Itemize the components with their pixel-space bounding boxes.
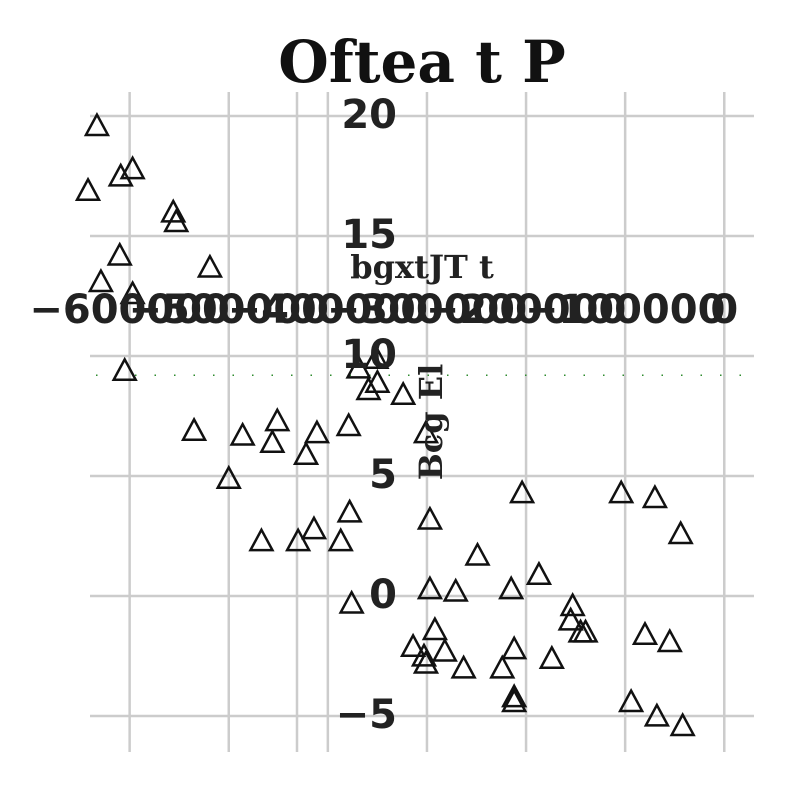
x-tick-label: −200000: [426, 287, 627, 333]
tick-labels-layer: −600000−500000−400000−300000−200000−1000…: [29, 92, 738, 738]
x-tick-label: −400000: [228, 287, 429, 333]
data-point-marker: [656, 627, 683, 653]
data-point-marker: [643, 702, 670, 727]
data-point-marker: [259, 428, 286, 453]
data-point-marker: [106, 241, 133, 266]
data-point-marker: [336, 498, 363, 523]
data-point-marker: [489, 654, 516, 679]
data-point-marker: [501, 683, 528, 708]
chart-title: Oftea t P: [278, 28, 566, 96]
data-point-marker: [292, 440, 320, 465]
data-point-marker: [501, 687, 528, 713]
data-point-marker: [264, 407, 291, 432]
data-point-marker: [618, 687, 645, 713]
data-point-marker: [196, 253, 224, 278]
data-point-marker: [338, 589, 365, 614]
data-point-marker: [111, 356, 138, 381]
y-tick-label: 10: [341, 332, 397, 378]
x-tick-label: 0: [710, 287, 738, 333]
data-point-marker: [74, 176, 102, 201]
data-point-marker: [335, 411, 362, 437]
data-point-marker: [557, 606, 584, 631]
data-point-marker: [363, 344, 390, 369]
y-tick-label: −5: [336, 692, 397, 738]
x-tick-label: −100000: [525, 287, 726, 333]
data-point-marker: [412, 419, 440, 444]
data-point-marker: [416, 575, 444, 600]
data-point-marker: [667, 519, 694, 545]
data-points-layer: [74, 111, 696, 737]
data-point-marker: [464, 541, 491, 566]
x-tick-label: −500000: [128, 287, 329, 333]
x-tick-label: −600000: [29, 287, 230, 333]
grid-layer: [90, 92, 754, 752]
x-axis-label: bgxtJT t: [350, 248, 494, 286]
data-point-marker: [229, 421, 256, 446]
data-point-marker: [160, 198, 187, 223]
decorations-layer: [96, 92, 754, 752]
data-point-marker: [87, 267, 114, 293]
data-point-marker: [163, 207, 190, 233]
data-point-marker: [107, 162, 134, 187]
data-point-marker: [83, 111, 111, 137]
data-point-marker: [559, 591, 586, 617]
y-tick-label: 20: [341, 92, 397, 138]
data-point-marker: [450, 654, 477, 679]
y-tick-label: 5: [369, 452, 397, 498]
data-point-marker: [119, 155, 146, 180]
data-point-marker: [303, 419, 331, 444]
data-point-marker: [285, 527, 312, 552]
data-point-marker: [442, 577, 469, 602]
data-point-marker: [355, 375, 382, 401]
data-point-marker: [501, 635, 528, 660]
data-point-marker: [538, 644, 565, 669]
data-point-marker: [410, 642, 438, 667]
data-point-marker: [399, 632, 427, 657]
y-axis-label: Bcg El: [412, 364, 450, 481]
x-tick-label: −300000: [327, 287, 528, 333]
data-point-marker: [525, 560, 553, 585]
data-point-marker: [119, 279, 146, 305]
data-point-marker: [572, 618, 599, 643]
data-point-marker: [421, 615, 448, 641]
data-point-marker: [300, 515, 328, 540]
data-point-marker: [498, 575, 525, 600]
data-point-marker: [416, 505, 444, 530]
data-point-marker: [327, 527, 354, 552]
y-tick-label: 0: [369, 572, 397, 618]
data-point-marker: [508, 479, 536, 504]
data-point-marker: [669, 711, 696, 737]
data-point-marker: [608, 479, 635, 504]
data-point-marker: [248, 527, 275, 552]
data-point-marker: [431, 637, 458, 662]
data-point-marker: [180, 416, 208, 441]
data-point-marker: [641, 483, 668, 509]
data-point-marker: [631, 620, 659, 645]
data-point-marker: [345, 354, 372, 379]
y-tick-label: 15: [341, 212, 397, 258]
data-point-marker: [364, 368, 391, 393]
data-point-marker: [412, 649, 440, 674]
data-point-marker: [215, 464, 242, 489]
data-point-marker: [390, 380, 417, 405]
